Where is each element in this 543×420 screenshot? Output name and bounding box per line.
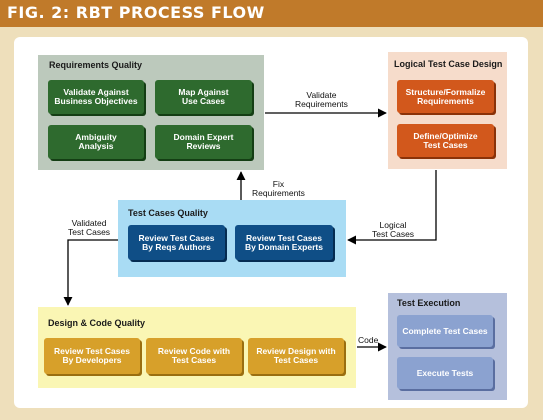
region-title-logical-design: Logical Test Case Design (394, 59, 503, 69)
execute-tests-box: Execute Tests (397, 357, 493, 389)
header-bar: FIG. 2: RBT PROCESS FLOW (0, 0, 543, 27)
region-title-requirements-quality: Requirements Quality (49, 60, 143, 70)
figure-title: FIG. 2: RBT PROCESS FLOW (7, 3, 265, 22)
region-title-test-cases-quality: Test Cases Quality (128, 208, 208, 218)
label-code: Code (358, 335, 379, 345)
complete-test-cases-box: Complete Test Cases (397, 315, 493, 347)
arrow-validated-test-cases (63, 239, 118, 306)
region-title-design-code-quality: Design & Code Quality (48, 318, 146, 328)
arrow-logical-test-cases (347, 170, 437, 245)
region-title-test-execution: Test Execution (397, 298, 461, 308)
